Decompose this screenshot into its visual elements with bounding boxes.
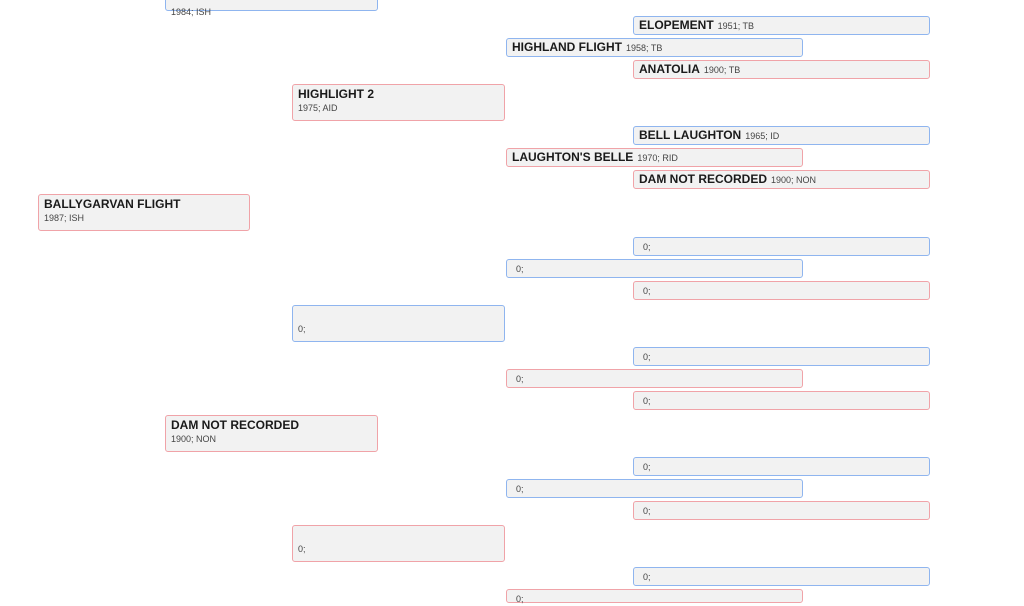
pedigree-entry-empty-4[interactable]: 0; [292, 305, 505, 342]
pedigree-entry-empty-3[interactable]: 0; [633, 281, 930, 300]
pedigree-entry-empty-2[interactable]: 0; [506, 259, 803, 278]
horse-year-breed: 0; [516, 594, 524, 604]
horse-year-breed: 1958; TB [626, 43, 663, 53]
pedigree-entry-dam-not-recorded-b[interactable]: DAM NOT RECORDED 1900; NON [165, 415, 378, 452]
pedigree-entry-empty-7[interactable]: 0; [633, 391, 930, 410]
horse-year-breed: 1900; NON [171, 434, 217, 444]
horse-year-breed: 1970; RID [637, 153, 678, 163]
horse-year-breed: 1987; ISH [44, 213, 85, 223]
horse-name: DAM NOT RECORDED [639, 172, 767, 186]
horse-name: ELOPEMENT [639, 18, 714, 32]
horse-year-breed: 0; [298, 324, 306, 334]
horse-year-breed: 0; [516, 484, 524, 494]
pedigree-entry-empty-6[interactable]: 0; [506, 369, 803, 388]
horse-year-breed: 0; [298, 544, 306, 554]
horse-year-breed: 0; [516, 264, 524, 274]
horse-year-breed: 0; [643, 396, 651, 406]
pedigree-entry-empty-8[interactable]: 0; [633, 457, 930, 476]
pedigree-entry-empty-5[interactable]: 0; [633, 347, 930, 366]
horse-name-empty [298, 308, 499, 323]
horse-year-breed: 0; [643, 242, 651, 252]
horse-name: DAM NOT RECORDED [171, 418, 299, 432]
horse-name: ANATOLIA [639, 62, 700, 76]
horse-name: BALLYGARVAN FLIGHT [44, 197, 181, 211]
pedigree-entry-empty-13[interactable]: 0; [506, 589, 803, 604]
horse-year-breed: 1975; AID [298, 103, 338, 113]
pedigree-entry-highland-flight[interactable]: HIGHLAND FLIGHT 1958; TB [506, 38, 803, 57]
horse-name: HIGHLIGHT 2 [298, 87, 375, 101]
horse-year-breed: 0; [643, 462, 651, 472]
horse-year-breed: 0; [643, 286, 651, 296]
horse-year-breed: 0; [643, 352, 651, 362]
horse-year-breed: 0; [643, 506, 651, 516]
pedigree-entry-highlight-2[interactable]: HIGHLIGHT 2 1975; AID [292, 84, 505, 121]
pedigree-entry-empty-11[interactable]: 0; [292, 525, 505, 562]
pedigree-entry-ballygarvan-flight[interactable]: BALLYGARVAN FLIGHT 1987; ISH [38, 194, 250, 231]
pedigree-entry-empty-1[interactable]: 0; [633, 237, 930, 256]
horse-name: LAUGHTON'S BELLE [512, 150, 634, 164]
horse-year-breed: 1951; TB [717, 21, 755, 31]
pedigree-entry-dam-not-recorded-a[interactable]: DAM NOT RECORDED 1900; NON [633, 170, 930, 189]
pedigree-entry-empty-9[interactable]: 0; [506, 479, 803, 498]
horse-name-empty [298, 528, 499, 543]
horse-year-breed: 1900; TB [703, 65, 741, 75]
horse-name: HIGHLAND FLIGHT [512, 40, 622, 54]
pedigree-entry-top-cut[interactable]: 1984; ISH [165, 0, 378, 17]
horse-name: BELL LAUGHTON [639, 128, 742, 142]
horse-year-breed: 0; [643, 572, 651, 582]
pedigree-entry-empty-12[interactable]: 0; [633, 567, 930, 586]
horse-year-breed: 1965; ID [745, 131, 780, 141]
horse-year-breed: 1984; ISH [171, 7, 212, 17]
horse-year-breed: 0; [516, 374, 524, 384]
pedigree-entry-empty-10[interactable]: 0; [633, 501, 930, 520]
horse-year-breed: 1900; NON [771, 175, 817, 185]
